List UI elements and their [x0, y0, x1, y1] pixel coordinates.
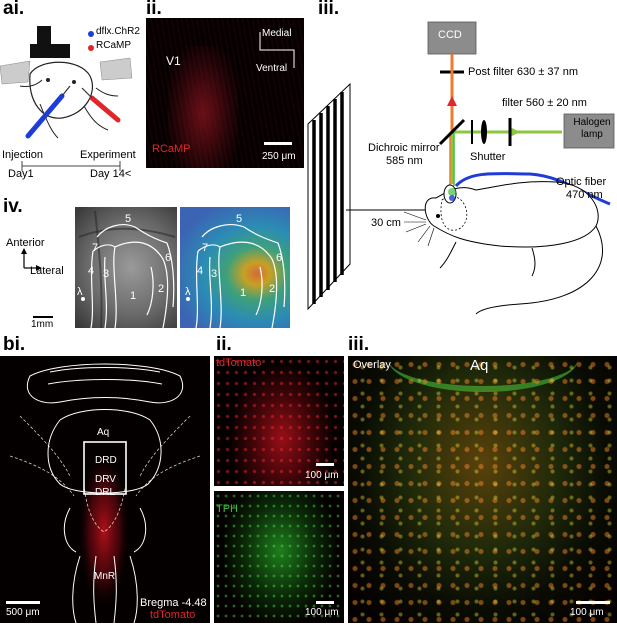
area-label-4-gray: 4: [88, 265, 95, 277]
response-area-borders: [186, 224, 286, 328]
orientation-lateral: Lateral: [30, 265, 64, 277]
area-label-4-color: 4: [197, 265, 204, 277]
axis-label-medial: Medial: [262, 28, 292, 39]
panel-label-aiii: iii.: [318, 0, 340, 19]
lambda-label-gray: λ: [77, 286, 83, 298]
legend-marker-rcamp: [88, 45, 94, 51]
lamp-label-line2: lamp: [581, 129, 603, 140]
scale-label-aii: 250 μm: [262, 151, 296, 162]
lamp-label-line1: Halogen: [573, 117, 611, 128]
legend-marker-chr2: [88, 31, 94, 37]
distance-label: 30 cm: [371, 217, 401, 229]
lambda-label-color: λ: [185, 286, 191, 298]
legend-label-chr2: dflx.ChR2: [96, 26, 140, 37]
optical-setup-diagram: [307, 21, 615, 315]
area-label-7-gray: 7: [92, 242, 99, 254]
atlas-label-drl: DRL: [95, 487, 116, 498]
atlas-label-aq: Aq: [97, 427, 110, 438]
dichroic-mirror-label-line1: Dichroic mirror: [368, 142, 440, 154]
orientation-anterior: Anterior: [6, 237, 45, 249]
atlas-label-drd: DRD: [95, 455, 117, 466]
tdtomato-image: [214, 356, 344, 486]
atlas-section-image: [0, 356, 210, 623]
atlas-label-mnr: MnR: [94, 571, 116, 582]
scale-bar-aii: [264, 142, 292, 145]
overlay-label: Overlay: [353, 359, 391, 371]
cortex-grayscale-map: [75, 207, 177, 328]
atlas-marker-label: tdTomato: [150, 609, 196, 621]
orientation-arrows: [21, 248, 42, 271]
area-label-2-gray: 2: [158, 283, 165, 295]
panel-label-aii: ii.: [146, 0, 162, 19]
grayscale-area-borders: [78, 210, 176, 328]
scale-label-biii: 100 μm: [570, 607, 604, 618]
area-label-5-gray: 5: [125, 213, 132, 225]
timeline-experiment: Experiment: [80, 149, 136, 161]
panel-label-biii: iii.: [348, 334, 370, 355]
panel-label-bi: bi.: [3, 334, 26, 355]
scale-bar-bii-bottom: [316, 601, 334, 604]
optic-fiber-label-line2: 470 nm: [566, 189, 603, 201]
atlas-outline: [9, 363, 201, 623]
area-label-7-color: 7: [202, 242, 209, 254]
panel-label-bii: ii.: [216, 334, 232, 355]
ccd-label: CCD: [438, 29, 462, 41]
panel-label-ai: ai.: [3, 0, 25, 19]
scale-bar-aiv: [33, 316, 53, 318]
area-label-6-gray: 6: [165, 252, 172, 264]
timeline-day1: Day1: [8, 168, 34, 180]
optic-fiber-label-line1: Optic fiber: [556, 176, 607, 188]
area-label-2-color: 2: [269, 283, 276, 295]
indicator-label-rcamp: RCaMP: [152, 143, 191, 155]
tdtomato-label: tdTomato: [216, 357, 262, 369]
area-label-3-gray: 3: [103, 268, 110, 280]
post-filter-label: Post filter 630 ± 37 nm: [468, 66, 578, 78]
scale-bar-biii: [576, 601, 610, 604]
timeline-injection: Injection: [2, 149, 43, 161]
region-label-v1: V1: [166, 54, 181, 68]
timeline-day14: Day 14<: [90, 168, 132, 180]
cortex-response-map: [180, 207, 290, 328]
tph-label: TPH: [216, 503, 238, 515]
bregma-label: Bregma -4.48: [140, 597, 207, 609]
area-label-5-color: 5: [236, 213, 243, 225]
scale-label-bi: 500 μm: [6, 607, 40, 618]
orientation-axes: [259, 32, 295, 68]
area-label-6-color: 6: [276, 252, 283, 264]
filter-label: filter 560 ± 20 nm: [502, 97, 587, 109]
overlay-aq-label: Aq: [470, 357, 489, 374]
panel-label-aiv: iv.: [3, 196, 23, 217]
legend-label-rcamp: RCaMP: [96, 40, 132, 51]
area-label-3-color: 3: [211, 268, 218, 280]
scale-label-bii-top: 100 μm: [305, 470, 339, 481]
mouse-injection-schematic: [0, 26, 133, 139]
scale-bar-bii-top: [316, 463, 334, 466]
area-label-1-color: 1: [240, 287, 247, 299]
scale-bar-bi: [6, 601, 40, 604]
axis-label-ventral: Ventral: [256, 63, 288, 74]
overlay-image: [348, 356, 617, 623]
area-label-1-gray: 1: [130, 290, 137, 302]
scale-label-bii-bottom: 100 μm: [305, 607, 339, 618]
timeline-axis: [21, 161, 121, 171]
shutter-label: Shutter: [470, 151, 506, 163]
atlas-label-drv: DRV: [95, 474, 116, 485]
scale-label-aiv: 1mm: [31, 319, 54, 330]
dichroic-mirror-label-line2: 585 nm: [386, 155, 423, 167]
